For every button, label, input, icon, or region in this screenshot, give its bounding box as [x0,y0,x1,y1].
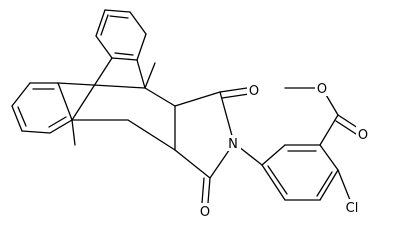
svg-text:O: O [358,128,368,143]
atom-o-ester-double: O [356,126,370,143]
svg-text:O: O [317,82,327,97]
svg-text:O: O [200,205,210,220]
benzo-ring-top [95,9,147,61]
bridge-bonds [57,57,176,151]
benzene-ring-right [261,144,339,201]
atom-o-ester-single: O [315,80,329,97]
benzo-ring-left [11,82,73,134]
atom-o-bottom: O [198,203,212,220]
atom-cl: Cl [342,199,362,216]
imide-ring [174,87,250,204]
c-cl-bond [337,169,351,201]
svg-text:N: N [228,137,238,152]
svg-text:O: O [249,84,259,99]
structure-canvas: O O N O O Cl [11,9,370,220]
molecule-structure: O O N O O Cl [11,9,370,220]
methyl-groups [71,62,156,146]
atom-o-top: O [247,82,261,99]
atom-n-imide: N [226,135,241,152]
svg-text:Cl: Cl [346,201,359,216]
